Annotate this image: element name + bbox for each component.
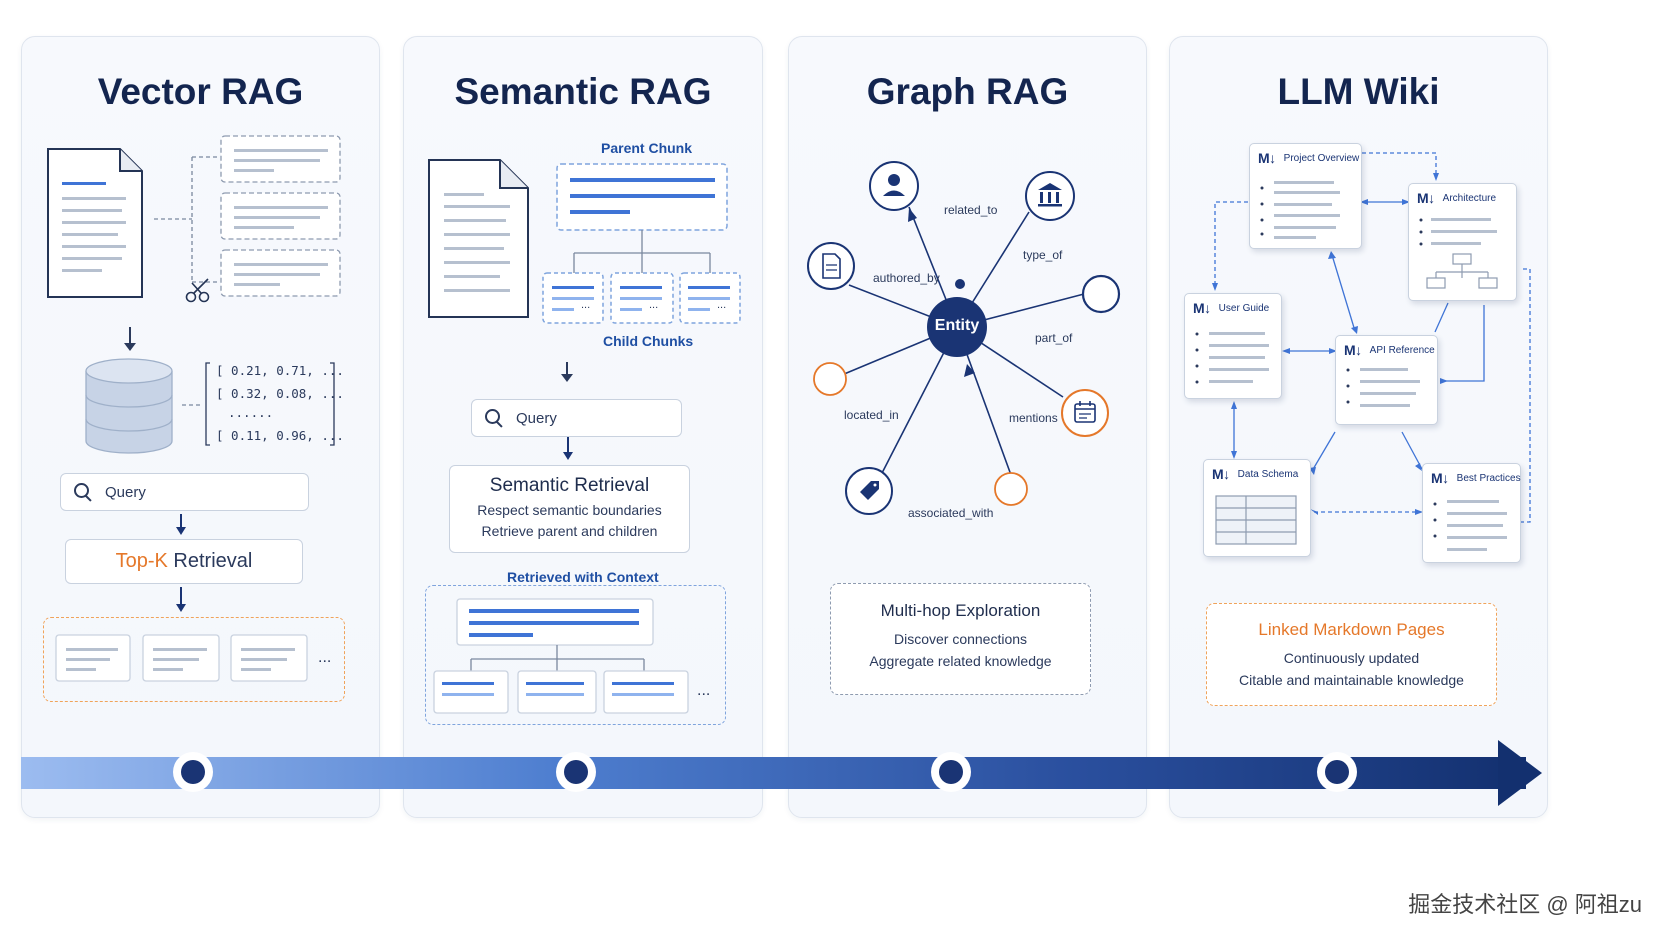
semantic-retrieval-line-1: Respect semantic boundaries <box>477 502 662 518</box>
parent-chunk-label: Parent Chunk <box>601 140 693 156</box>
query-label: Query <box>516 409 557 427</box>
edge-located-in: located_in <box>844 408 899 422</box>
panel-title: Graph RAG <box>866 71 1069 112</box>
edge-part-of: part_of <box>1035 331 1073 345</box>
multi-hop-line-1: Discover connections <box>893 631 1028 647</box>
entity-node <box>927 297 987 357</box>
semantic-retrieval-line-2: Retrieve parent and children <box>481 523 658 539</box>
markdown-icon: M↓ <box>1212 466 1230 482</box>
page-name: Data Schema <box>1237 468 1299 480</box>
wiki-links-illustration <box>1212 152 1531 523</box>
vector-row-3: ...... <box>228 405 274 420</box>
edge-associated-with: associated_with <box>908 506 994 520</box>
watermark: 掘金技术社区 @ 阿祖zu <box>1408 892 1642 917</box>
markdown-icon: M↓ <box>1344 342 1362 358</box>
wiki-page-user-guide[interactable]: M↓ User Guide <box>1184 293 1282 399</box>
person-node-icon <box>869 161 919 211</box>
calendar-node-icon <box>1061 389 1109 437</box>
empty-node <box>1081 274 1121 314</box>
page-name: Project Overview <box>1283 152 1360 164</box>
building-node-icon <box>1025 171 1075 221</box>
query-label: Query <box>105 483 146 501</box>
semantic-rag-panel: Semantic RAG <box>403 36 763 818</box>
wiki-page-project-overview[interactable]: M↓ Project Overview <box>1249 143 1362 249</box>
markdown-icon: M↓ <box>1258 150 1276 166</box>
markdown-icon: M↓ <box>1417 190 1435 206</box>
junction-dot <box>955 279 965 289</box>
context-ellipsis: ... <box>697 682 711 699</box>
location-node <box>813 362 847 396</box>
query-input[interactable]: Query <box>60 473 309 511</box>
panel-title: LLM Wiki <box>1277 71 1440 112</box>
linked-markdown-title: Linked Markdown Pages <box>1258 620 1445 639</box>
document-node-icon <box>807 242 855 290</box>
arrowheads <box>908 208 975 377</box>
linked-markdown-line-1: Continuously updated <box>1283 650 1420 666</box>
panel-title: Semantic RAG <box>454 71 712 112</box>
vector-row-2: [ 0.32, 0.08, ... <box>216 386 344 401</box>
multi-hop-summary: Multi-hop Exploration Discover connectio… <box>830 583 1091 695</box>
child-chunk-ellipsis-3: ... <box>717 299 727 311</box>
child-chunk-ellipsis-1: ... <box>581 299 591 311</box>
vector-row-4: [ 0.11, 0.96, ... <box>216 428 344 443</box>
vector-row-1: [ 0.21, 0.71, ... <box>216 363 344 378</box>
panel-title: Vector RAG <box>97 71 304 112</box>
retrieval-label: Retrieval <box>167 550 253 572</box>
semantic-retrieval-box: Semantic Retrieval Respect semantic boun… <box>449 465 690 553</box>
wiki-page-api-reference[interactable]: M↓ API Reference <box>1335 335 1438 425</box>
results-ellipsis: ... <box>318 649 332 666</box>
llm-wiki-panel: LLM Wiki <box>1169 36 1548 818</box>
edge-related-to: related_to <box>944 203 998 217</box>
child-chunks <box>542 272 741 324</box>
tag-node-icon <box>845 467 893 515</box>
database-icon <box>85 358 173 454</box>
vector-rag-illustration <box>47 135 341 682</box>
graph-rag-illustration <box>807 161 1121 515</box>
edge-authored-by: authored_by <box>873 271 940 285</box>
top-k-label: Top-K <box>115 550 168 572</box>
semantic-rag-illustration <box>428 159 741 714</box>
link-arrowheads <box>1212 173 1448 515</box>
child-chunks-label: Child Chunks <box>603 333 694 349</box>
linked-markdown-line-2: Citable and maintainable knowledge <box>1239 672 1464 688</box>
multi-hop-line-2: Aggregate related knowledge <box>869 653 1052 669</box>
edge-mentions: mentions <box>1009 411 1058 425</box>
retrieved-context-label: Retrieved with Context <box>507 569 659 585</box>
graph-rag-panel: Graph RAG <box>788 36 1147 818</box>
edge-type-of: type_of <box>1023 248 1063 262</box>
semantic-retrieval-title: Semantic Retrieval <box>489 475 650 496</box>
page-name: Best Practices <box>1456 472 1521 484</box>
markdown-icon: M↓ <box>1431 470 1449 486</box>
result-cards <box>55 634 308 682</box>
wiki-page-best-practices[interactable]: M↓ Best Practices <box>1422 463 1521 563</box>
search-icon <box>484 408 504 428</box>
document-icon <box>428 159 529 318</box>
retrieved-context-container <box>425 585 726 725</box>
wiki-page-architecture[interactable]: M↓ Architecture <box>1408 183 1517 301</box>
child-chunk-ellipsis-2: ... <box>649 299 659 311</box>
page-name: User Guide <box>1218 302 1270 314</box>
vector-rag-panel: Vector RAG <box>21 36 380 818</box>
associated-node <box>994 472 1028 506</box>
linked-markdown-summary: Linked Markdown Pages Continuously updat… <box>1206 603 1497 706</box>
markdown-icon: M↓ <box>1193 300 1211 316</box>
top-k-retrieval-box: Top-K Retrieval <box>65 539 303 584</box>
entity-label: Entity <box>934 317 980 334</box>
scissors-icon <box>185 278 210 303</box>
chunk-boxes <box>220 135 341 297</box>
search-icon <box>73 482 93 502</box>
document-icon <box>47 148 143 298</box>
results-container <box>43 617 345 702</box>
query-input[interactable]: Query <box>471 399 682 437</box>
multi-hop-title: Multi-hop Exploration <box>880 601 1041 620</box>
wiki-page-data-schema[interactable]: M↓ Data Schema <box>1203 459 1311 557</box>
page-name: API Reference <box>1369 344 1435 356</box>
page-name: Architecture <box>1442 192 1497 204</box>
